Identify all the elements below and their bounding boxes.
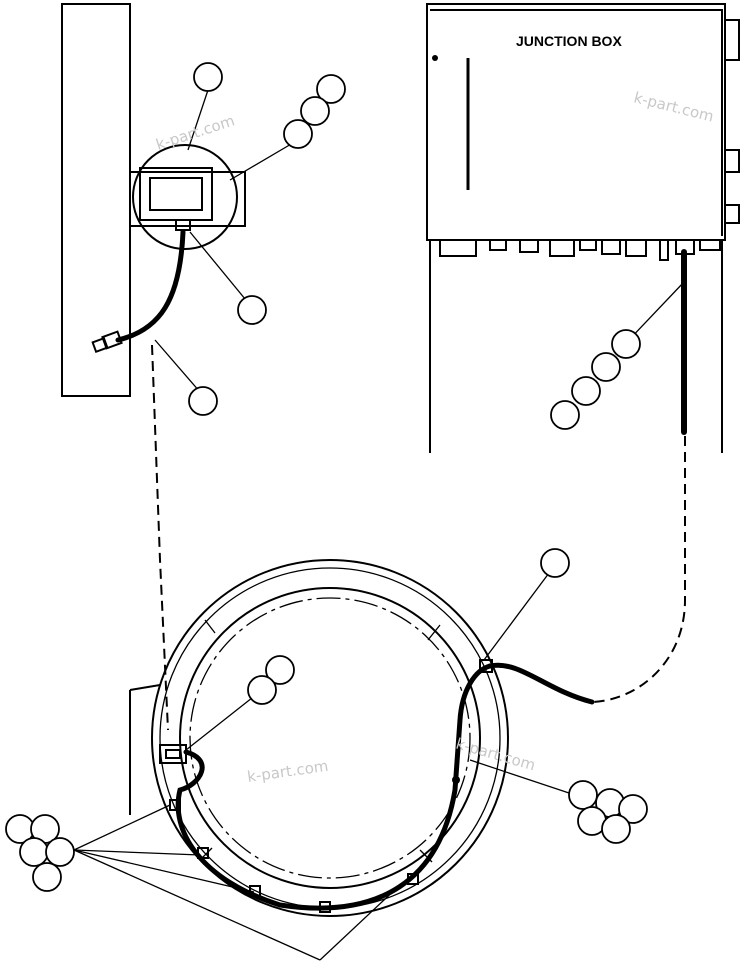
watermark-3: k-part.com (246, 757, 329, 786)
display-connector (91, 330, 123, 354)
mounting-panel (61, 3, 246, 397)
junction-box-label: JUNCTION BOX (516, 33, 622, 49)
callout-balloons-bottom-left (5, 804, 401, 961)
callout-balloons-top-right (550, 281, 685, 430)
watermark-2: k-part.com (632, 88, 716, 125)
ring-harness (175, 663, 493, 911)
ring-out-cable (487, 662, 595, 705)
callout-balloons-ring (185, 548, 648, 844)
dashed-route-right (591, 436, 686, 703)
watermark-1: k-part.com (154, 111, 237, 153)
dashed-route-left (151, 344, 169, 731)
display-cable (115, 229, 186, 343)
junction-box (426, 3, 740, 453)
base-ring (129, 559, 509, 917)
display-unit (132, 144, 238, 250)
callout-balloons-top-left (154, 62, 346, 416)
